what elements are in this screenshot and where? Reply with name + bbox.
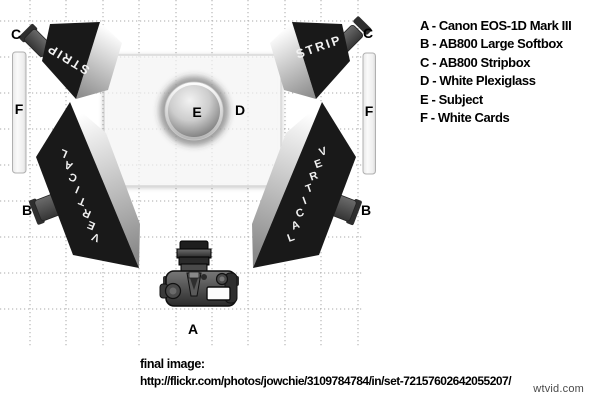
legend-item-b: B - AB800 Large Softbox [420,36,563,52]
legend-item-e: E - Subject [420,91,483,107]
label-stripbox-c-right: C [363,25,373,41]
svg-text:I: I [301,195,308,207]
label-stripbox-c-left: C [11,26,21,42]
label-softbox-b-right: B [361,202,371,218]
stripbox-left: STRIP [42,22,122,99]
caption: final image: http://flickr.com/photos/jo… [140,356,512,391]
watermark: wtvid.com [533,383,584,395]
label-subject-e: E [192,104,201,120]
label-plexiglass-d: D [235,102,245,118]
svg-text:I: I [74,183,82,195]
legend-item-f: F - White Cards [420,110,510,126]
white-card-left [12,51,27,174]
svg-text:A: A [290,219,302,233]
label-card-f-right: F [365,103,374,119]
svg-text:T: T [304,182,315,196]
legend-item-a: A - Canon EOS-1D Mark III [420,18,572,33]
svg-text:E: E [313,157,324,171]
svg-text:E: E [86,218,97,232]
white-card-right [362,52,376,175]
caption-heading: final image: [140,357,205,371]
softbox-vertical-right-label: V E R T I C A L [286,145,329,245]
stripbox-right: STRIP [270,22,350,99]
svg-text:C: C [294,206,306,220]
legend: A - Canon EOS-1D Mark III B - AB800 Larg… [420,17,572,127]
svg-text:R: R [308,170,320,184]
label-softbox-b-left: B [22,202,32,218]
legend-item-c: C - AB800 Stripbox [420,54,531,70]
svg-text:V: V [317,145,329,159]
camera [159,240,239,307]
legend-item-d: D - White Plexiglass [420,73,536,89]
subject-sphere [159,76,229,146]
svg-text:L: L [58,146,69,160]
svg-text:T: T [77,194,88,208]
caption-url: http://flickr.com/photos/jowchie/3109784… [140,374,512,389]
label-camera-a: A [188,321,198,337]
svg-text:L: L [286,231,297,245]
softbox-vertical-right: V E R T I C A L [252,102,356,268]
label-card-f-left: F [15,101,24,117]
softbox-vertical-left: V E R T I C A L [36,102,140,268]
